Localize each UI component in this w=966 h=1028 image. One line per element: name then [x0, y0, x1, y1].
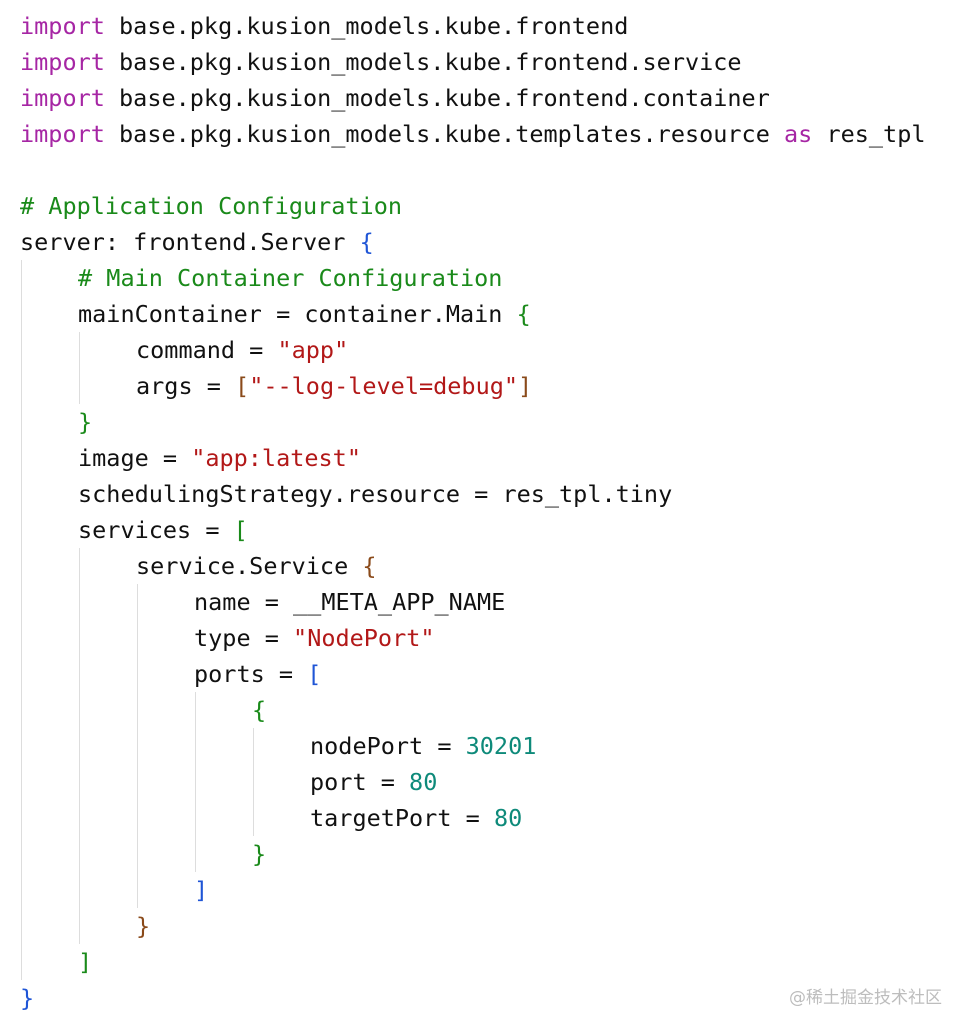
code-line: nodePort = 30201 — [310, 728, 536, 764]
code-token-plain: base.pkg.kusion_models.kube.templates.re… — [104, 120, 785, 148]
code-token-brace-brown: ] — [518, 372, 533, 400]
code-token-plain: args = — [136, 372, 236, 400]
code-line: } — [252, 836, 266, 872]
code-line: import base.pkg.kusion_models.kube.front… — [20, 8, 628, 44]
indent-guide — [195, 692, 196, 872]
code-line: ] — [78, 944, 92, 980]
indent-guide — [79, 332, 80, 404]
code-line: service.Service { — [136, 548, 377, 584]
code-line: ] — [194, 872, 208, 908]
code-line: } — [136, 908, 150, 944]
code-token-brace-brown: } — [136, 912, 151, 940]
code-token-plain: targetPort = — [310, 804, 494, 832]
code-line: import base.pkg.kusion_models.kube.templ… — [20, 116, 926, 152]
code-token-brace-blue: { — [359, 228, 374, 256]
code-token-plain: base.pkg.kusion_models.kube.frontend.ser… — [104, 48, 742, 76]
code-token-number: 80 — [409, 768, 438, 796]
code-line: name = __META_APP_NAME — [194, 584, 505, 620]
code-line: } — [78, 404, 92, 440]
code-token-plain: name = __META_APP_NAME — [194, 588, 506, 616]
code-line: targetPort = 80 — [310, 800, 522, 836]
code-token-string: "NodePort" — [293, 624, 435, 652]
code-line: import base.pkg.kusion_models.kube.front… — [20, 44, 742, 80]
code-token-plain: server: frontend.Server — [20, 228, 360, 256]
code-token-number: 80 — [493, 804, 523, 832]
code-token-keyword: as — [784, 120, 813, 148]
indent-guide — [137, 584, 138, 908]
code-line: mainContainer = container.Main { — [78, 296, 531, 332]
code-token-keyword: import — [20, 84, 105, 112]
code-token-plain: port = — [310, 768, 410, 796]
code-token-plain: nodePort = — [310, 732, 466, 760]
code-token-brace-green: { — [516, 300, 531, 328]
indent-guide — [21, 260, 22, 980]
code-token-plain: image = — [78, 444, 192, 472]
code-token-brace-green: { — [252, 696, 267, 724]
code-token-brace-green: } — [252, 840, 267, 868]
code-token-brace-blue: ] — [194, 876, 209, 904]
code-token-number: 30201 — [465, 732, 537, 760]
indent-guide — [79, 548, 80, 944]
code-token-brace-green: } — [78, 408, 93, 436]
code-line: image = "app:latest" — [78, 440, 361, 476]
code-token-plain: mainContainer = container.Main — [78, 300, 517, 328]
code-token-plain: base.pkg.kusion_models.kube.frontend — [104, 12, 629, 40]
code-token-plain: type = — [194, 624, 294, 652]
code-line: # Main Container Configuration — [78, 260, 502, 296]
code-editor: import base.pkg.kusion_models.kube.front… — [20, 8, 960, 1018]
code-token-brace-brown: { — [362, 552, 377, 580]
code-token-plain: base.pkg.kusion_models.kube.frontend.con… — [104, 84, 770, 112]
code-token-keyword: import — [20, 48, 105, 76]
code-token-string: "app" — [277, 336, 349, 364]
code-token-string: "--log-level=debug" — [249, 372, 519, 400]
code-token-plain: res_tpl — [812, 120, 926, 148]
code-line: schedulingStrategy.resource = res_tpl.ti… — [78, 476, 672, 512]
code-line: import base.pkg.kusion_models.kube.front… — [20, 80, 770, 116]
code-token-brace-blue: } — [20, 984, 35, 1012]
code-line: # Application Configuration — [20, 188, 402, 224]
code-line: services = [ — [78, 512, 248, 548]
code-line: port = 80 — [310, 764, 437, 800]
code-token-string: "app:latest" — [191, 444, 361, 472]
code-token-plain: services = — [78, 516, 234, 544]
code-token-brace-green: [ — [233, 516, 248, 544]
code-line: } — [20, 980, 34, 1016]
code-token-keyword: import — [20, 120, 105, 148]
code-token-brace-blue: [ — [307, 660, 322, 688]
code-token-plain: schedulingStrategy.resource = res_tpl.ti… — [78, 480, 673, 508]
code-line: { — [252, 692, 266, 728]
code-token-plain: service.Service — [136, 552, 363, 580]
code-token-brace-brown: [ — [235, 372, 250, 400]
watermark-text: @稀土掘金技术社区 — [789, 988, 942, 1008]
code-line: server: frontend.Server { — [20, 224, 374, 260]
code-token-comment: # Main Container Configuration — [78, 264, 503, 292]
code-token-comment: # Application Configuration — [20, 192, 403, 220]
code-token-plain: command = — [136, 336, 278, 364]
code-line: type = "NodePort" — [194, 620, 435, 656]
code-token-keyword: import — [20, 12, 105, 40]
code-line: args = ["--log-level=debug"] — [136, 368, 532, 404]
code-line: ports = [ — [194, 656, 321, 692]
code-line: command = "app" — [136, 332, 348, 368]
code-token-plain: ports = — [194, 660, 308, 688]
indent-guide — [253, 728, 254, 836]
code-token-brace-green: ] — [78, 948, 93, 976]
